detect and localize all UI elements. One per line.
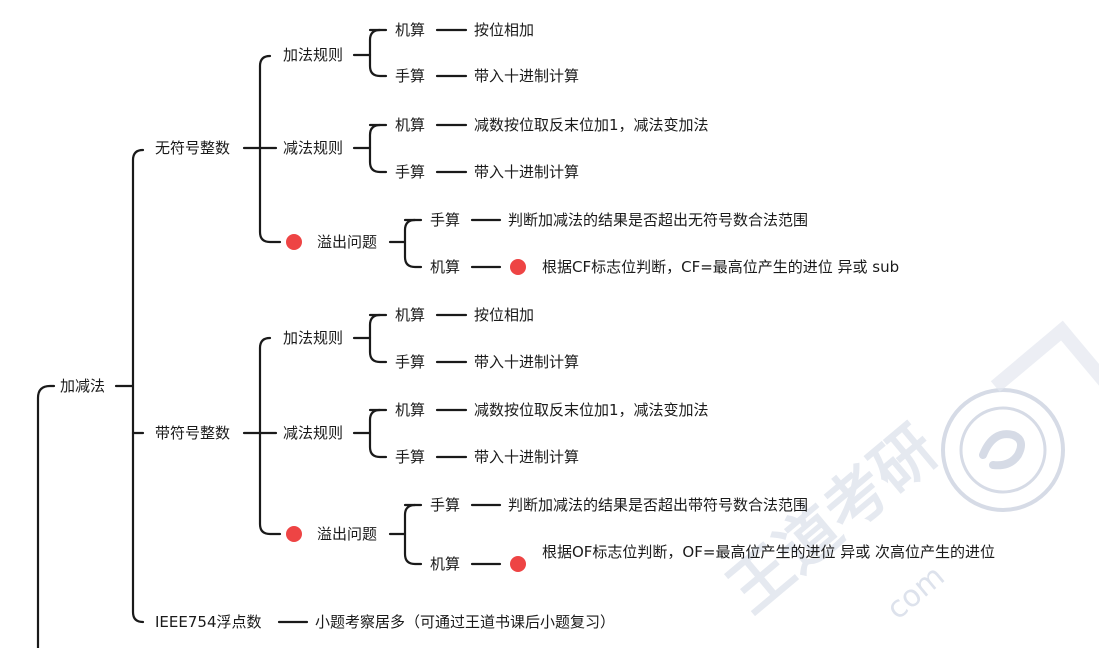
signed-add-machine-node: 机算	[395, 306, 426, 324]
unsigned-integer-node: 无符号整数	[155, 139, 231, 157]
unsigned-add-hand-desc: 带入十进制计算	[474, 67, 580, 85]
signed-add-hand-desc: 带入十进制计算	[474, 353, 580, 371]
unsigned-add-hand-node: 手算	[395, 67, 426, 85]
signed-add-machine-desc: 按位相加	[474, 306, 535, 324]
signed-add-rule-node: 加法规则	[283, 329, 344, 347]
marker-dot-icon	[286, 526, 302, 542]
unsigned-overflow-machine-desc: 根据CF标志位判断，CF=最高位产生的进位 异或 sub	[542, 258, 900, 276]
unsigned-sub-rule-node: 减法规则	[283, 139, 344, 157]
signed-overflow-hand-node: 手算	[430, 496, 461, 514]
signed-overflow-machine-node: 机算	[430, 555, 461, 573]
ieee754-float-node: IEEE754浮点数	[155, 613, 262, 631]
ieee754-float-desc: 小题考察居多（可通过王道书课后小题复习）	[315, 613, 616, 631]
signed-overflow-node: 溢出问题	[317, 525, 378, 543]
marker-dot-icon	[510, 259, 526, 275]
signed-sub-rule-node: 减法规则	[283, 424, 344, 442]
unsigned-sub-machine-desc: 减数按位取反末位加1，减法变加法	[474, 116, 709, 134]
signed-sub-machine-node: 机算	[395, 401, 426, 419]
unsigned-overflow-node: 溢出问题	[317, 233, 378, 251]
signed-sub-hand-desc: 带入十进制计算	[474, 448, 580, 466]
unsigned-add-machine-desc: 按位相加	[474, 21, 535, 39]
signed-overflow-hand-desc: 判断加减法的结果是否超出带符号数合法范围	[508, 496, 809, 514]
unsigned-add-rule-node: 加法规则	[283, 46, 344, 64]
marker-dot-icon	[510, 556, 526, 572]
signed-overflow-machine-desc: 根据OF标志位判断，OF=最高位产生的进位 异或 次高位产生的进位	[542, 543, 995, 561]
unsigned-sub-machine-node: 机算	[395, 116, 426, 134]
unsigned-add-machine-node: 机算	[395, 21, 426, 39]
root-node: 加减法	[60, 377, 106, 395]
unsigned-overflow-machine-node: 机算	[430, 258, 461, 276]
unsigned-sub-hand-node: 手算	[395, 163, 426, 181]
unsigned-sub-hand-desc: 带入十进制计算	[474, 163, 580, 181]
signed-sub-hand-node: 手算	[395, 448, 426, 466]
unsigned-overflow-hand-node: 手算	[430, 211, 461, 229]
unsigned-overflow-hand-desc: 判断加减法的结果是否超出无符号数合法范围	[508, 211, 809, 229]
marker-dot-icon	[286, 234, 302, 250]
signed-sub-machine-desc: 减数按位取反末位加1，减法变加法	[474, 401, 709, 419]
signed-integer-node: 带符号整数	[155, 424, 231, 442]
signed-add-hand-node: 手算	[395, 353, 426, 371]
